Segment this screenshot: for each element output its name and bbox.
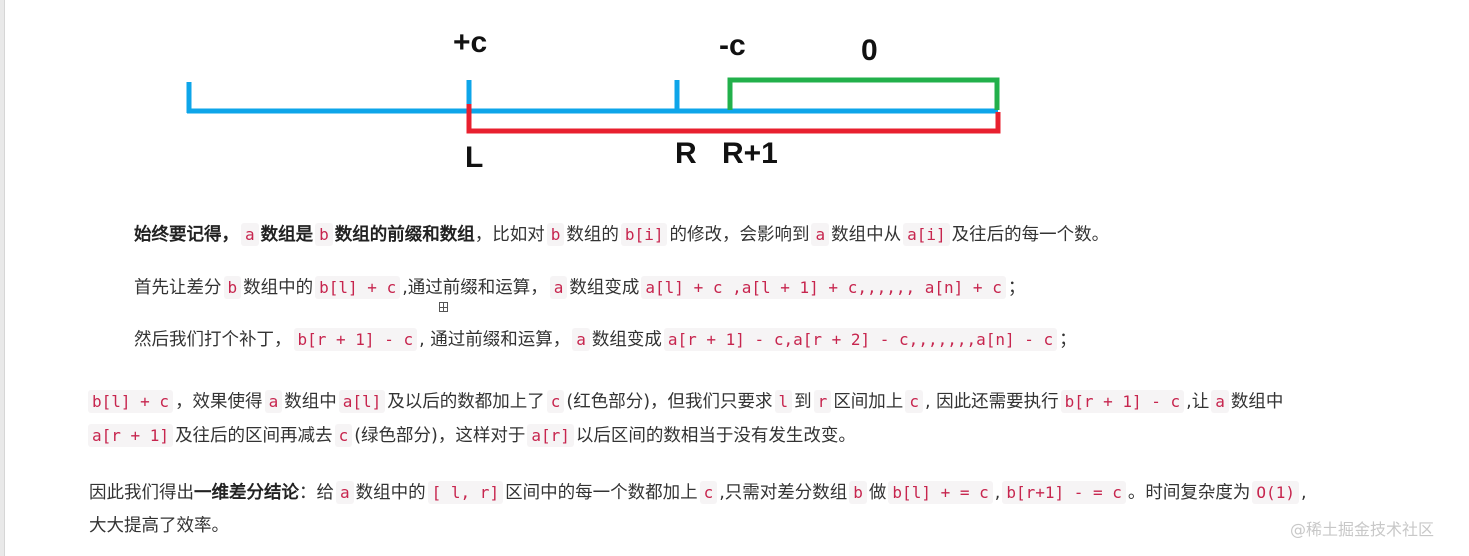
text: ：给: [299, 483, 334, 503]
text: , 因此还需要执行: [924, 392, 1059, 412]
label-zero: 0: [861, 34, 878, 67]
label-L: L: [465, 141, 483, 174]
label-R-plus-1: R+1: [722, 137, 778, 170]
text: 数组中从: [831, 225, 902, 245]
text: 数组变成: [569, 278, 640, 298]
difference-array-diagram: +c -c 0 L R R+1: [186, 26, 1001, 174]
inline-code: a[r + 1] - c,a[r + 2] - c,,,,,,,a[n] - c: [663, 328, 1058, 351]
text: ，比如对: [474, 225, 545, 245]
inline-code: a[r]: [527, 424, 574, 447]
text: 区间中的每一个数都加上: [505, 483, 698, 503]
label-plus-c: +c: [453, 26, 487, 59]
inline-code: b[l] + c: [315, 276, 401, 299]
text: 区间加上: [833, 392, 904, 412]
inline-code: r: [813, 390, 832, 413]
inline-code: b[r + 1] - c: [293, 328, 418, 351]
watermark: @稀土掘金技术社区: [1290, 520, 1435, 539]
text: (红色部分)，但我们只要求: [566, 392, 773, 412]
inline-code: a: [572, 328, 590, 351]
text: 及以后的数都加上了: [387, 392, 545, 412]
page-left-border: [0, 0, 5, 556]
text: 数组中: [284, 392, 337, 412]
inline-code: b: [315, 223, 333, 246]
text: 然后我们打个补丁，: [134, 330, 292, 350]
inline-code: c: [334, 424, 353, 447]
green-range-bracket: [727, 77, 1000, 110]
inline-code: a: [1211, 390, 1229, 413]
text: ,通过前缀和运算，: [402, 278, 548, 298]
inline-code: b[r + 1] - c: [1060, 390, 1185, 413]
text: ,让: [1186, 392, 1210, 412]
text: ，效果使得: [175, 392, 263, 412]
text: ；: [1059, 330, 1077, 350]
inline-code: c: [905, 390, 923, 413]
inline-code: a[r + 1]: [88, 424, 174, 447]
inline-code: a: [336, 481, 354, 504]
bold-text: 始终要记得，: [134, 225, 239, 245]
inline-code: b: [849, 481, 867, 504]
text: 数组的: [566, 225, 619, 245]
bold-text: 一维差分结论: [194, 483, 299, 503]
text: 做: [868, 483, 887, 503]
table-icon: [439, 302, 448, 312]
inline-code: l: [774, 390, 793, 413]
inline-code: a: [241, 223, 259, 246]
inline-code: a[l] + c ,a[l + 1] + c,,,,,, a[n] + c: [641, 276, 1006, 299]
inline-code: b[r+1] - = c: [1002, 481, 1126, 504]
inline-code: b: [546, 223, 565, 246]
inline-code: b[i]: [620, 223, 668, 246]
text: 数组中: [1230, 392, 1284, 412]
bold-text: 数组的前缀和数组: [334, 225, 475, 245]
text: 。时间复杂度为: [1127, 483, 1251, 503]
text: 数组中的: [355, 483, 426, 503]
bold-text: 数组是: [260, 225, 314, 245]
text: 数组变成: [591, 330, 662, 350]
text: 首先让差分: [134, 278, 222, 298]
inline-code: O(1): [1252, 481, 1299, 504]
inline-code: b[l] + c: [88, 390, 174, 413]
inline-code: b: [223, 276, 242, 299]
text: 以后区间的数相当于没有发生改变。: [575, 426, 856, 446]
text: 因此我们得出: [89, 483, 194, 503]
red-range-bracket: [466, 104, 1001, 134]
text: ；: [1007, 278, 1026, 298]
text: ,: [994, 483, 1001, 503]
inline-code: c: [699, 481, 718, 504]
inline-code: [ l, r]: [427, 481, 504, 504]
text: 数组中的: [243, 278, 314, 298]
inline-code: a: [264, 390, 283, 413]
text: , 大大提高了效率。: [89, 483, 1307, 536]
inline-code: b[l] + = c: [888, 481, 993, 504]
label-minus-c: -c: [719, 29, 746, 62]
blue-array-line: [186, 80, 998, 114]
inline-code: a[i]: [903, 223, 950, 246]
text: 的修改，会影响到: [669, 225, 810, 245]
inline-code: a: [811, 223, 830, 246]
inline-code: a: [549, 276, 568, 299]
text: 及往后的区间再减去: [175, 426, 333, 446]
inline-code: c: [546, 390, 565, 413]
text: , 通过前缀和运算，: [419, 330, 571, 350]
inline-code: a[l]: [338, 390, 386, 413]
text: 及往后的每一个数。: [951, 225, 1110, 245]
text: (绿色部分)，这样对于: [354, 426, 526, 446]
text: 到: [794, 392, 812, 412]
label-R: R: [675, 137, 697, 170]
text: ,只需对差分数组: [719, 483, 848, 503]
